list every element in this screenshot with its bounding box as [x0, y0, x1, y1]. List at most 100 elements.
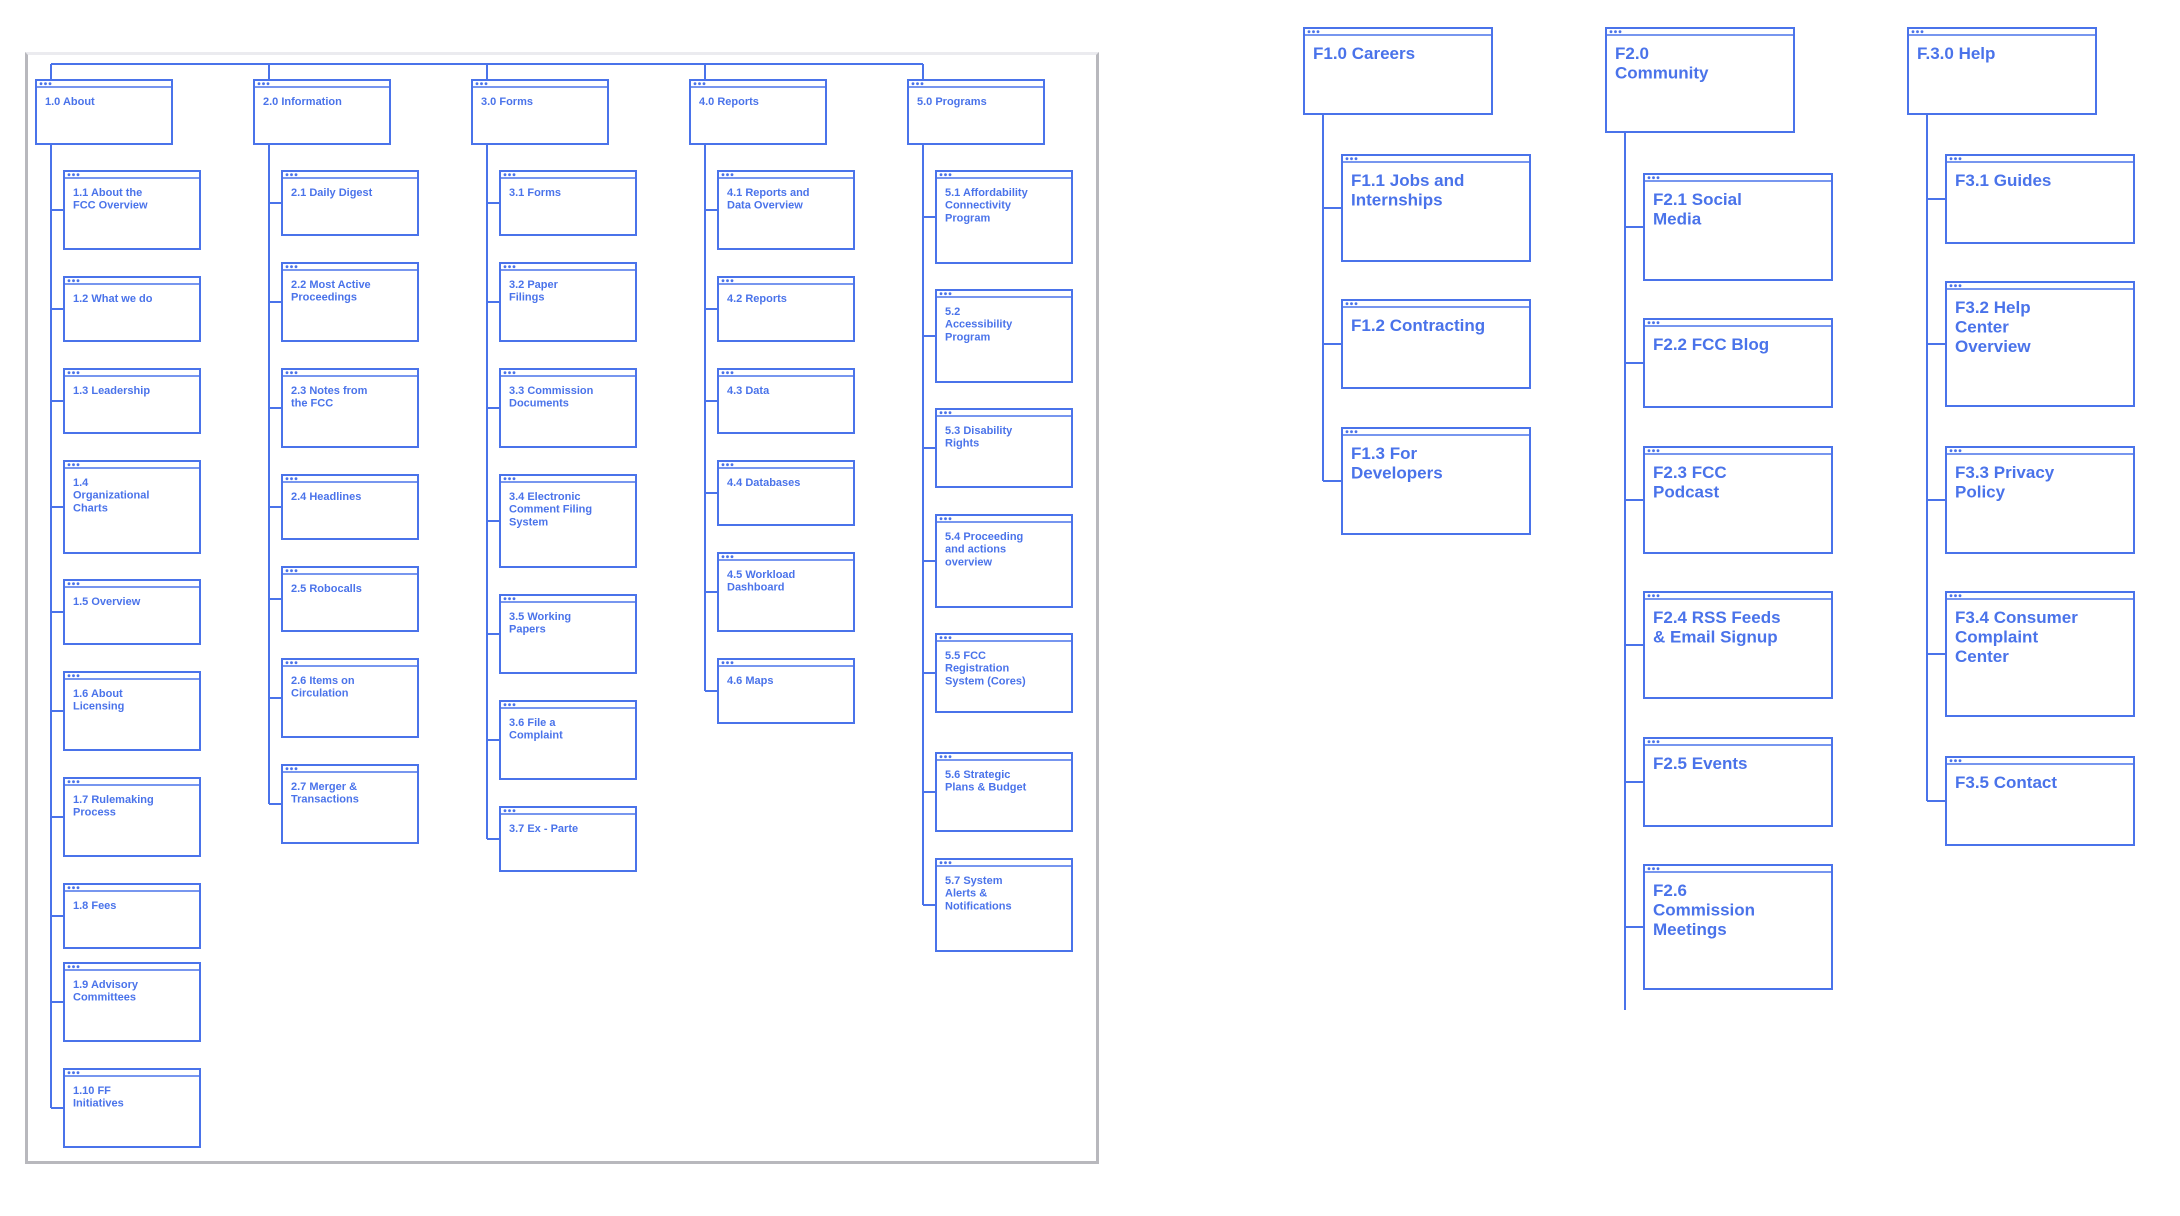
window-dot-icon — [67, 1071, 71, 1075]
window-dot-icon — [730, 173, 734, 177]
node-frame — [907, 79, 1045, 145]
window-dot-icon — [1954, 449, 1957, 453]
node-frame — [935, 514, 1073, 608]
window-dot-icon — [1954, 594, 1957, 598]
window-dot-icon — [916, 82, 919, 86]
window-dot-icon — [67, 582, 71, 586]
window-dot-icon — [911, 82, 915, 86]
window-dot-icon — [76, 674, 80, 678]
section-node: F.3.0 Help — [1907, 27, 2097, 115]
node-label: 4.0 Reports — [699, 96, 759, 108]
node-frame — [63, 777, 201, 857]
window-dot-icon — [721, 371, 725, 375]
node-label: 2.5 Robocalls — [291, 583, 362, 595]
window-dot-icon — [726, 661, 729, 665]
node-frame — [1945, 154, 2135, 244]
window-dot-icon — [939, 292, 943, 296]
window-dot-icon — [1618, 30, 1622, 34]
window-dot-icon — [508, 173, 511, 177]
window-dot-icon — [290, 569, 293, 573]
window-dot-icon — [512, 173, 516, 177]
window-dot-icon — [721, 661, 725, 665]
node-frame — [281, 474, 419, 540]
window-dot-icon — [1949, 594, 1953, 598]
page-node: 1.5 Overview — [63, 579, 201, 645]
section-node: 2.0 Information — [253, 79, 391, 145]
page-node: F3.1 Guides — [1945, 154, 2135, 244]
node-frame — [935, 633, 1073, 713]
node-frame — [63, 460, 201, 554]
node-label: 1.2 What we do — [73, 293, 153, 305]
window-dot-icon — [1316, 30, 1320, 34]
window-dot-icon — [39, 82, 43, 86]
window-dot-icon — [730, 463, 734, 467]
window-dot-icon — [1949, 759, 1953, 763]
node-frame — [1643, 173, 1833, 281]
window-dot-icon — [1652, 449, 1655, 453]
window-dot-icon — [1652, 740, 1655, 744]
window-dot-icon — [948, 861, 952, 865]
window-dot-icon — [721, 555, 725, 559]
node-frame — [717, 460, 855, 526]
node-frame — [1643, 318, 1833, 408]
window-dot-icon — [944, 755, 947, 759]
node-label: 3.7 Ex - Parte — [509, 823, 578, 835]
window-dot-icon — [480, 82, 483, 86]
node-label: 4.3 Data — [727, 385, 770, 397]
window-dot-icon — [475, 82, 479, 86]
node-frame — [935, 408, 1073, 488]
window-dot-icon — [1350, 430, 1353, 434]
window-dot-icon — [72, 674, 75, 678]
node-frame — [1605, 27, 1795, 133]
node-label: F1.2 Contracting — [1351, 316, 1485, 335]
window-dot-icon — [1647, 594, 1651, 598]
window-dot-icon — [76, 582, 80, 586]
section-node: 3.0 Forms — [471, 79, 609, 145]
node-label: 1.5 Overview — [73, 596, 141, 608]
node-frame — [63, 368, 201, 434]
node-frame — [717, 552, 855, 632]
window-dot-icon — [939, 861, 943, 865]
window-dot-icon — [1652, 176, 1655, 180]
node-label: F1.0 Careers — [1313, 44, 1415, 63]
window-dot-icon — [1954, 759, 1957, 763]
window-dot-icon — [1656, 867, 1660, 871]
page-node: 4.4 Databases — [717, 460, 855, 526]
window-dot-icon — [1949, 157, 1953, 161]
window-dot-icon — [508, 703, 511, 707]
window-dot-icon — [67, 173, 71, 177]
window-dot-icon — [72, 173, 75, 177]
node-frame — [499, 474, 637, 568]
node-frame — [1643, 446, 1833, 554]
window-dot-icon — [72, 965, 75, 969]
node-frame — [717, 170, 855, 250]
window-dot-icon — [1350, 157, 1353, 161]
window-dot-icon — [920, 82, 924, 86]
window-dot-icon — [1954, 157, 1957, 161]
node-frame — [1945, 756, 2135, 846]
page-node: 4.2 Reports — [717, 276, 855, 342]
window-dot-icon — [1354, 430, 1358, 434]
window-dot-icon — [508, 477, 511, 481]
